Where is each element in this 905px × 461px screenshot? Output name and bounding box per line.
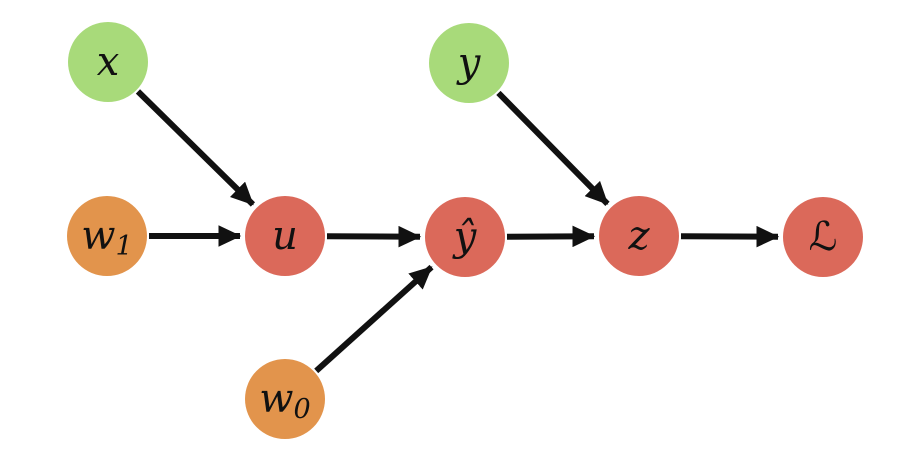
node-circle-x xyxy=(68,22,148,102)
node-circle-y xyxy=(429,23,509,103)
node-label-w0: w0 xyxy=(259,376,310,425)
node-w1: w1 xyxy=(67,196,147,276)
node-label-w1: w1 xyxy=(81,213,132,262)
edge-x-to-u xyxy=(135,89,256,207)
node-label-z: z xyxy=(627,213,650,259)
node-y: y xyxy=(429,23,509,103)
node-circle-w1 xyxy=(67,196,147,276)
node-circle-yhat xyxy=(425,197,505,277)
node-w0: w0 xyxy=(245,359,325,439)
edge-y-to-z xyxy=(496,90,610,207)
node-label-yhat: ŷ xyxy=(452,214,478,260)
edge-w0-to-yhat xyxy=(314,264,434,374)
edge-u-to-yhat xyxy=(326,225,422,248)
node-label-u: u xyxy=(272,213,298,259)
node-circle-z xyxy=(599,196,679,276)
node-label-x: x xyxy=(97,39,120,85)
node-circle-w0 xyxy=(245,359,325,439)
node-u: u xyxy=(245,196,325,276)
node-label-y: y xyxy=(456,40,482,86)
node-label-L: ℒ xyxy=(809,214,838,260)
edge-yhat-to-z xyxy=(506,225,596,248)
node-L: ℒ xyxy=(783,197,863,277)
node-circle-L xyxy=(783,197,863,277)
node-yhat: ŷ xyxy=(425,197,505,277)
edge-z-to-L xyxy=(680,225,780,248)
node-z: z xyxy=(599,196,679,276)
node-circle-u xyxy=(245,196,325,276)
node-x: x xyxy=(68,22,148,102)
